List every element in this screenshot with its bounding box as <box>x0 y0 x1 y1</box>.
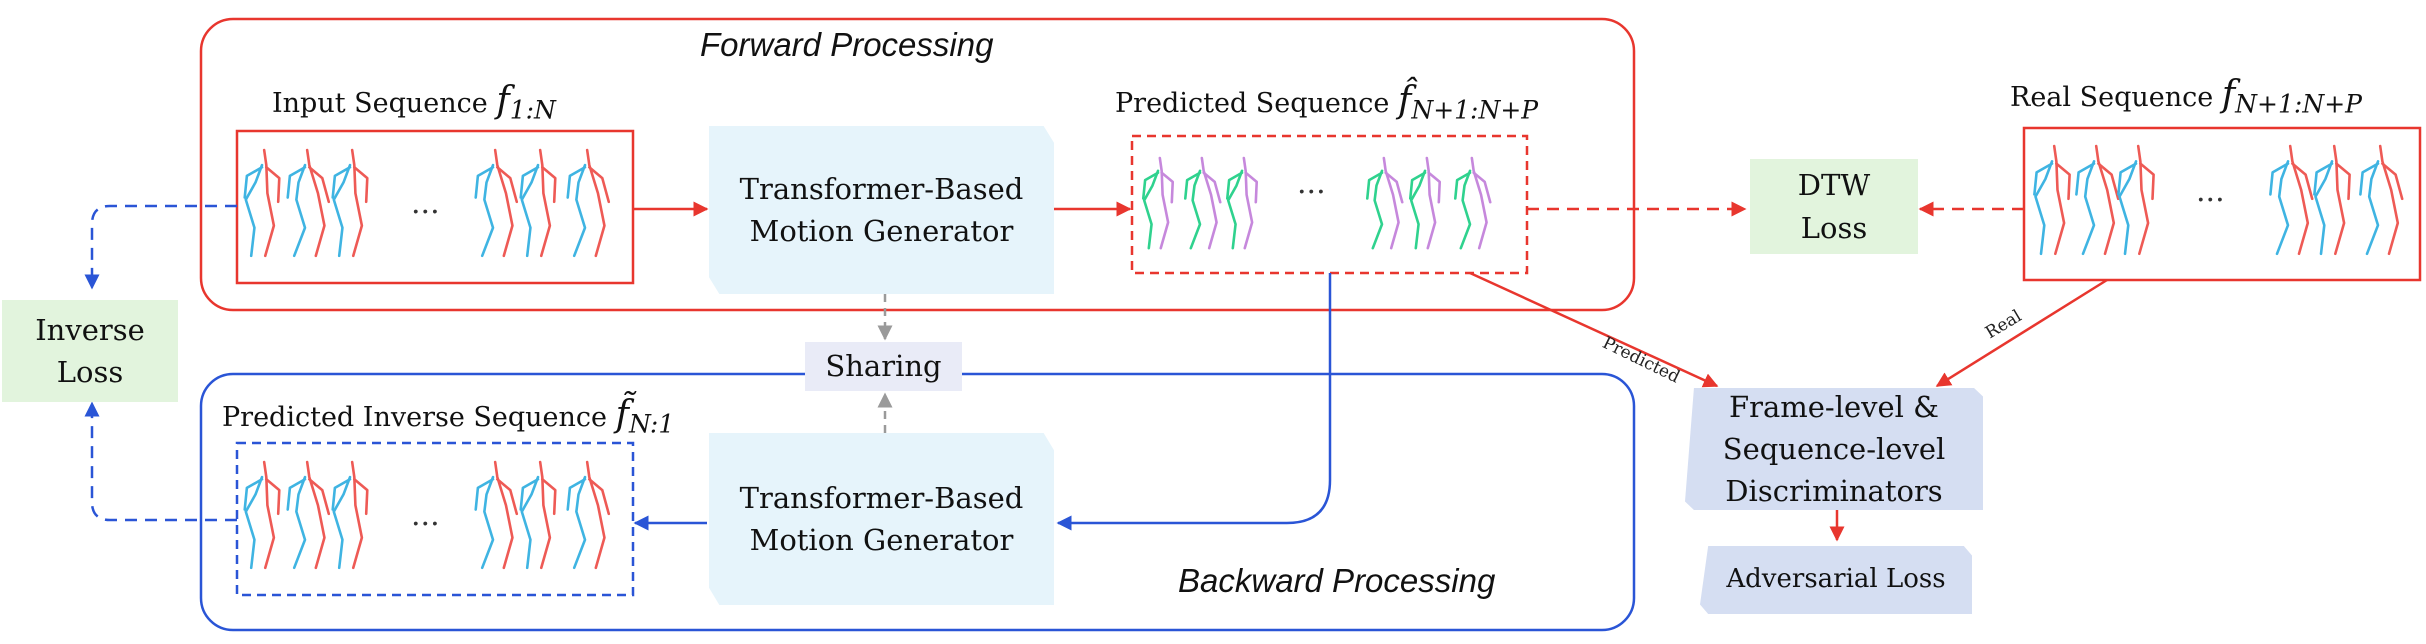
pose-figure-inv-1 <box>286 460 331 570</box>
discriminators-line1: Frame-level & <box>1728 389 1939 424</box>
arrow-predicted-to-backward-generator <box>1056 273 1332 531</box>
backward-processing-title: Backward Processing <box>1178 562 1496 599</box>
real-pose-figures <box>2033 144 2404 256</box>
inverse-pose-figures <box>243 460 611 570</box>
input-sequence-subscript: 1:N <box>509 95 556 125</box>
forward-generator-line1: Transformer-Based <box>739 171 1024 206</box>
inverse-sequence-ellipsis: ... <box>411 498 440 533</box>
real-sequence-frame <box>2022 126 2422 282</box>
pose-figure-pred-1 <box>1183 156 1222 250</box>
real-sequence-label: Real Sequence fN+1:N+P <box>2010 74 2362 119</box>
predicted-sequence-label: Predicted Sequence f̂N+1:N+P <box>1115 80 1539 125</box>
backward-generator-line1: Transformer-Based <box>739 480 1024 515</box>
pose-figure-inv-5 <box>566 460 611 570</box>
pose-figure-input-2 <box>331 148 369 258</box>
pose-figure-pred-4 <box>1408 156 1442 250</box>
dtw-loss-box: DTW Loss <box>1750 159 1918 254</box>
pose-figure-input-1 <box>286 148 331 258</box>
pose-figure-pred-0 <box>1141 156 1175 250</box>
pose-figure-inv-2 <box>331 460 369 570</box>
inverse-sequence-subscript: N:1 <box>628 409 675 439</box>
forward-generator-line2: Motion Generator <box>749 214 1014 248</box>
arrow-inverse-seq-to-inverse-loss <box>84 401 237 522</box>
input-pose-figures <box>243 148 611 258</box>
real-sequence-symbol: f <box>2221 74 2236 115</box>
inverse-loss-line1: Inverse <box>35 312 145 347</box>
pose-figure-inv-0 <box>243 460 281 570</box>
pose-figure-inv-4 <box>519 460 557 570</box>
input-sequence-symbol: f <box>496 80 510 121</box>
arrow-input-to-inverse-loss <box>84 204 237 290</box>
forward-processing-title: Forward Processing <box>700 26 994 63</box>
real-sequence-subscript: N+1:N+P <box>2235 89 2362 119</box>
pose-figure-real-3 <box>2269 144 2314 256</box>
pose-figure-pred-5 <box>1453 156 1492 250</box>
pose-figure-input-4 <box>519 148 557 258</box>
pose-figure-inv-3 <box>474 460 519 570</box>
input-sequence-ellipsis: ... <box>411 186 440 221</box>
pose-figure-real-1 <box>2075 144 2120 256</box>
pose-figure-input-0 <box>243 148 281 258</box>
pose-figure-pred-3 <box>1365 156 1404 250</box>
dtw-loss-line1: DTW <box>1797 168 1871 203</box>
arrow-real-to-discriminators <box>1935 278 2108 388</box>
pose-figure-input-5 <box>566 148 611 258</box>
discriminators-line2: Sequence-level <box>1722 431 1946 466</box>
predicted-sequence-ellipsis: ... <box>1297 166 1326 201</box>
dtw-loss-line2: Loss <box>1800 210 1868 245</box>
pose-figure-real-0 <box>2033 144 2071 256</box>
predicted-sequence-subscript: N+1:N+P <box>1411 95 1539 125</box>
pose-figure-input-3 <box>474 148 519 258</box>
inverse-loss-line2: Loss <box>56 355 124 389</box>
predicted-pose-figures <box>1141 156 1492 250</box>
input-sequence-label: Input Sequence f1:N <box>272 80 556 125</box>
pose-figure-real-2 <box>2117 144 2155 256</box>
backward-generator-line2: Motion Generator <box>749 523 1014 557</box>
sharing-box: Sharing <box>805 342 962 391</box>
pose-figure-pred-2 <box>1225 156 1259 250</box>
predicted-sequence-symbol: f̂ <box>1398 80 1412 121</box>
arrow-predicted-to-discriminators <box>1469 271 1719 388</box>
discriminators-line3: Discriminators <box>1725 474 1943 509</box>
pose-figure-real-4 <box>2313 144 2351 256</box>
predicted-sequence-frame <box>1130 134 1529 275</box>
discriminators-box: Frame-level & Sequence-level Discriminat… <box>1685 388 1983 510</box>
real-sequence-ellipsis: ... <box>2196 174 2225 209</box>
inverse-sequence-label: Predicted Inverse Sequence f̃N:1 <box>222 394 675 439</box>
inverse-sequence-symbol: f̃ <box>615 394 629 435</box>
adversarial-loss-box: Adversarial Loss <box>1700 546 1972 614</box>
pose-figure-real-5 <box>2359 144 2404 256</box>
forward-processing-box <box>199 17 1636 312</box>
